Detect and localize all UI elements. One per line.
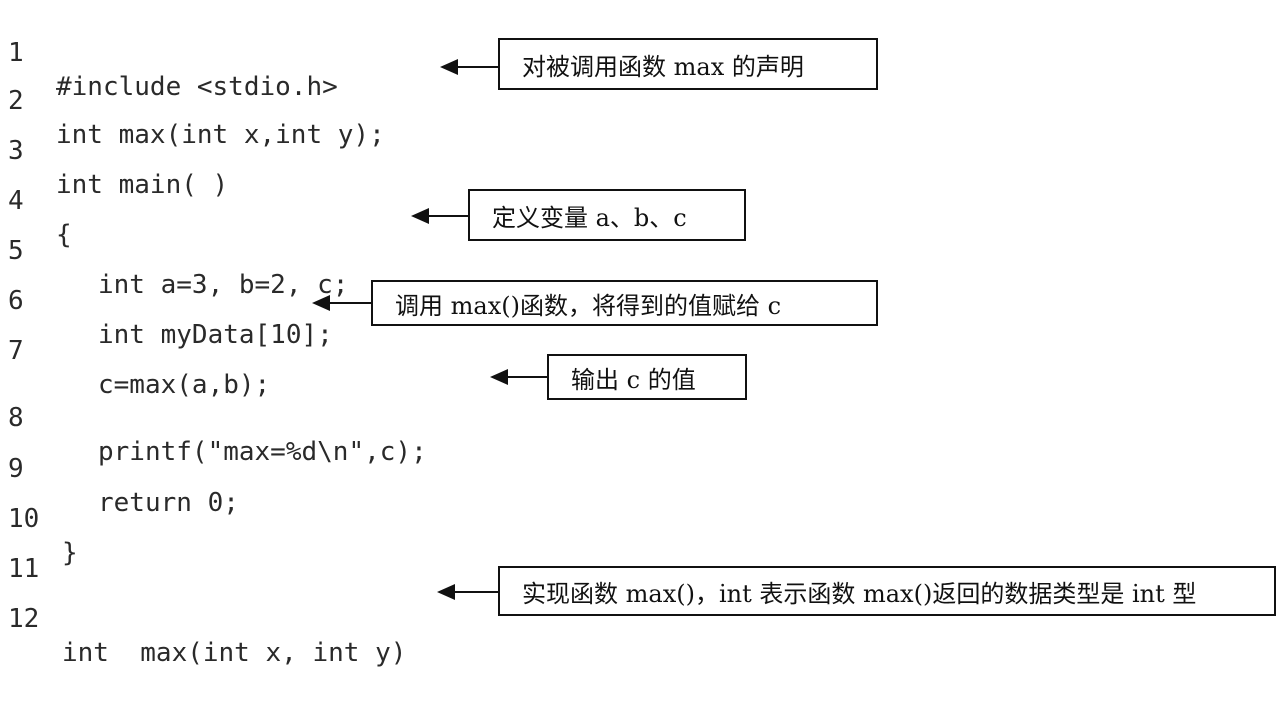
line-number: 2 <box>8 86 24 116</box>
code-text: int max(int x,int y); <box>56 120 385 150</box>
callout-variables: 定义变量 a、b、c <box>468 189 746 241</box>
line-number: 1 <box>8 38 24 68</box>
code-text: int max(int x, int y) <box>62 638 407 668</box>
code-text: int a=3, b=2, c; <box>98 270 349 300</box>
code-text: c=max(a,b); <box>98 370 271 400</box>
code-text: return 0; <box>98 488 239 518</box>
callout-declaration: 对被调用函数 max 的声明 <box>498 38 878 90</box>
callout-call: 调用 max()函数，将得到的值赋给 c <box>371 280 878 326</box>
code-line-12: 12 int max(int x, int y) <box>0 568 406 668</box>
code-line-11: 11 <box>0 518 63 584</box>
code-line-9: 9 return 0; <box>0 418 239 518</box>
line-number: 6 <box>8 286 24 316</box>
arrow-left-icon <box>490 369 550 385</box>
code-text: } <box>62 538 78 568</box>
line-number: 12 <box>8 604 40 634</box>
code-line-5: 5 int a=3, b=2, c; <box>0 200 348 300</box>
arrow-left-icon <box>437 584 500 600</box>
code-line-3: 3 int main( ) <box>0 100 228 200</box>
arrow-left-icon <box>411 208 471 224</box>
code-line-10: 10 } <box>0 468 78 568</box>
arrow-left-icon <box>440 59 500 75</box>
code-text: int main( ) <box>56 170 229 200</box>
line-number: 10 <box>8 504 40 534</box>
line-number: 8 <box>8 403 24 433</box>
line-number: 3 <box>8 136 24 166</box>
code-line-4: 4 { <box>0 150 72 250</box>
callout-output: 输出 c 的值 <box>547 354 747 400</box>
line-number: 4 <box>8 186 24 216</box>
code-line-6: 6 int myData[10]; <box>0 250 333 350</box>
code-line-2: 2 int max(int x,int y); <box>0 50 385 150</box>
line-number: 5 <box>8 236 24 266</box>
code-line-8: 8 printf("max=%d\n",c); <box>0 367 427 467</box>
code-text: printf("max=%d\n",c); <box>98 437 427 467</box>
code-text: int myData[10]; <box>98 320 333 350</box>
arrow-left-icon <box>312 295 374 311</box>
code-line-1: 1 #include <stdio.h> <box>0 2 338 102</box>
line-number: 9 <box>8 454 24 484</box>
code-line-7: 7 c=max(a,b); <box>0 300 270 400</box>
code-text: #include <stdio.h> <box>56 72 338 102</box>
line-number: 7 <box>8 336 24 366</box>
code-text: { <box>56 220 72 250</box>
callout-definition: 实现函数 max()，int 表示函数 max()返回的数据类型是 int 型 <box>498 566 1276 616</box>
line-number: 11 <box>8 554 40 584</box>
